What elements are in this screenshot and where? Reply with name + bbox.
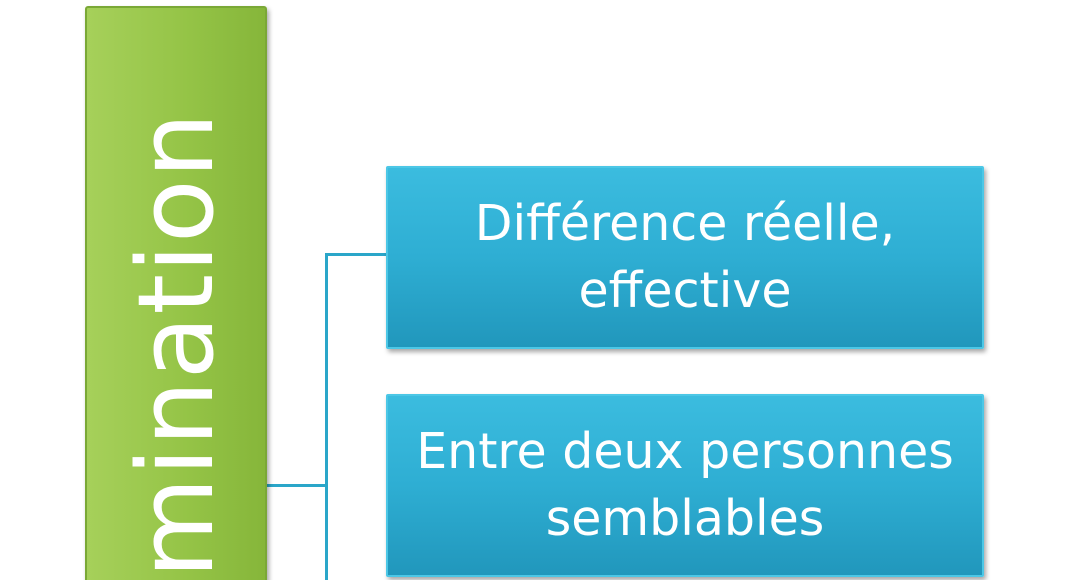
child-node-1-line-1: Différence réelle, — [474, 194, 896, 252]
connector-child-1 — [325, 253, 387, 256]
child-node-1: Différence réelle, effective — [386, 166, 984, 349]
child-node-1-line-2: effective — [578, 261, 792, 319]
connector-trunk-vertical — [325, 253, 328, 580]
child-node-2-line-2: semblables — [545, 489, 825, 547]
child-node-2: Entre deux personnes semblables — [386, 394, 984, 577]
root-node — [85, 6, 267, 580]
root-node-label: mination — [115, 111, 237, 579]
child-node-1-text: Différence réelle, effective — [475, 191, 896, 324]
connector-root-horizontal — [267, 484, 327, 487]
child-node-2-text: Entre deux personnes semblables — [416, 419, 954, 552]
child-node-2-line-1: Entre deux personnes — [416, 422, 954, 480]
